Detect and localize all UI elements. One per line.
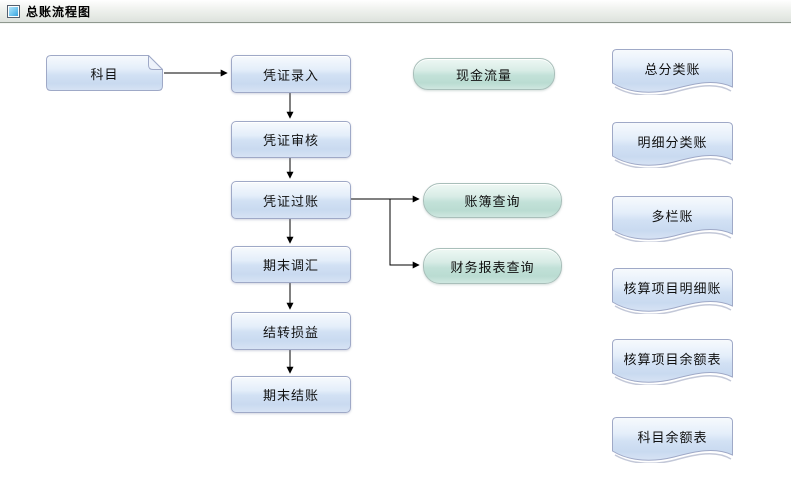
- node-multi-column-ledger[interactable]: 多栏账: [612, 196, 733, 242]
- titlebar: 总账流程图: [0, 0, 791, 23]
- node-ledger-query[interactable]: 账簿查询: [423, 183, 562, 218]
- page-title: 总账流程图: [26, 4, 92, 19]
- node-period-end-closing[interactable]: 期末结账: [231, 376, 351, 413]
- node-label: 核算项目余额表: [623, 351, 722, 367]
- node-label: 总分类账: [644, 61, 701, 77]
- node-label: 科目: [90, 66, 119, 82]
- node-transfer-profit-loss[interactable]: 结转损益: [231, 312, 351, 350]
- node-financial-report-query[interactable]: 财务报表查询: [423, 248, 562, 284]
- node-label: 期末结账: [262, 388, 319, 403]
- node-label: 期末调汇: [262, 258, 319, 273]
- node-general-ledger[interactable]: 总分类账: [612, 49, 733, 95]
- node-label: 明细分类账: [637, 134, 708, 150]
- node-period-end-exchange[interactable]: 期末调汇: [231, 246, 351, 283]
- node-label: 科目余额表: [637, 429, 708, 445]
- node-cash-flow[interactable]: 现金流量: [413, 58, 555, 90]
- node-label: 多栏账: [651, 208, 694, 224]
- node-label: 账簿查询: [464, 194, 521, 209]
- node-label: 现金流量: [455, 67, 512, 83]
- node-subject[interactable]: 科目: [46, 55, 163, 91]
- node-label: 财务报表查询: [450, 259, 535, 275]
- node-label: 凭证审核: [262, 133, 319, 148]
- node-detail-ledger[interactable]: 明细分类账: [612, 122, 733, 168]
- node-accounting-item-detail-ledger[interactable]: 核算项目明细账: [612, 268, 733, 314]
- node-subject-balance[interactable]: 科目余额表: [612, 417, 733, 463]
- node-voucher-audit[interactable]: 凭证审核: [231, 121, 351, 158]
- node-label: 核算项目明细账: [623, 280, 722, 296]
- node-voucher-posting[interactable]: 凭证过账: [231, 181, 351, 219]
- node-accounting-item-balance[interactable]: 核算项目余额表: [612, 339, 733, 385]
- panel-icon: [7, 4, 20, 18]
- node-label: 凭证录入: [262, 67, 319, 83]
- node-label: 凭证过账: [262, 193, 319, 209]
- node-voucher-entry[interactable]: 凭证录入: [231, 55, 351, 93]
- node-label: 结转损益: [262, 324, 319, 340]
